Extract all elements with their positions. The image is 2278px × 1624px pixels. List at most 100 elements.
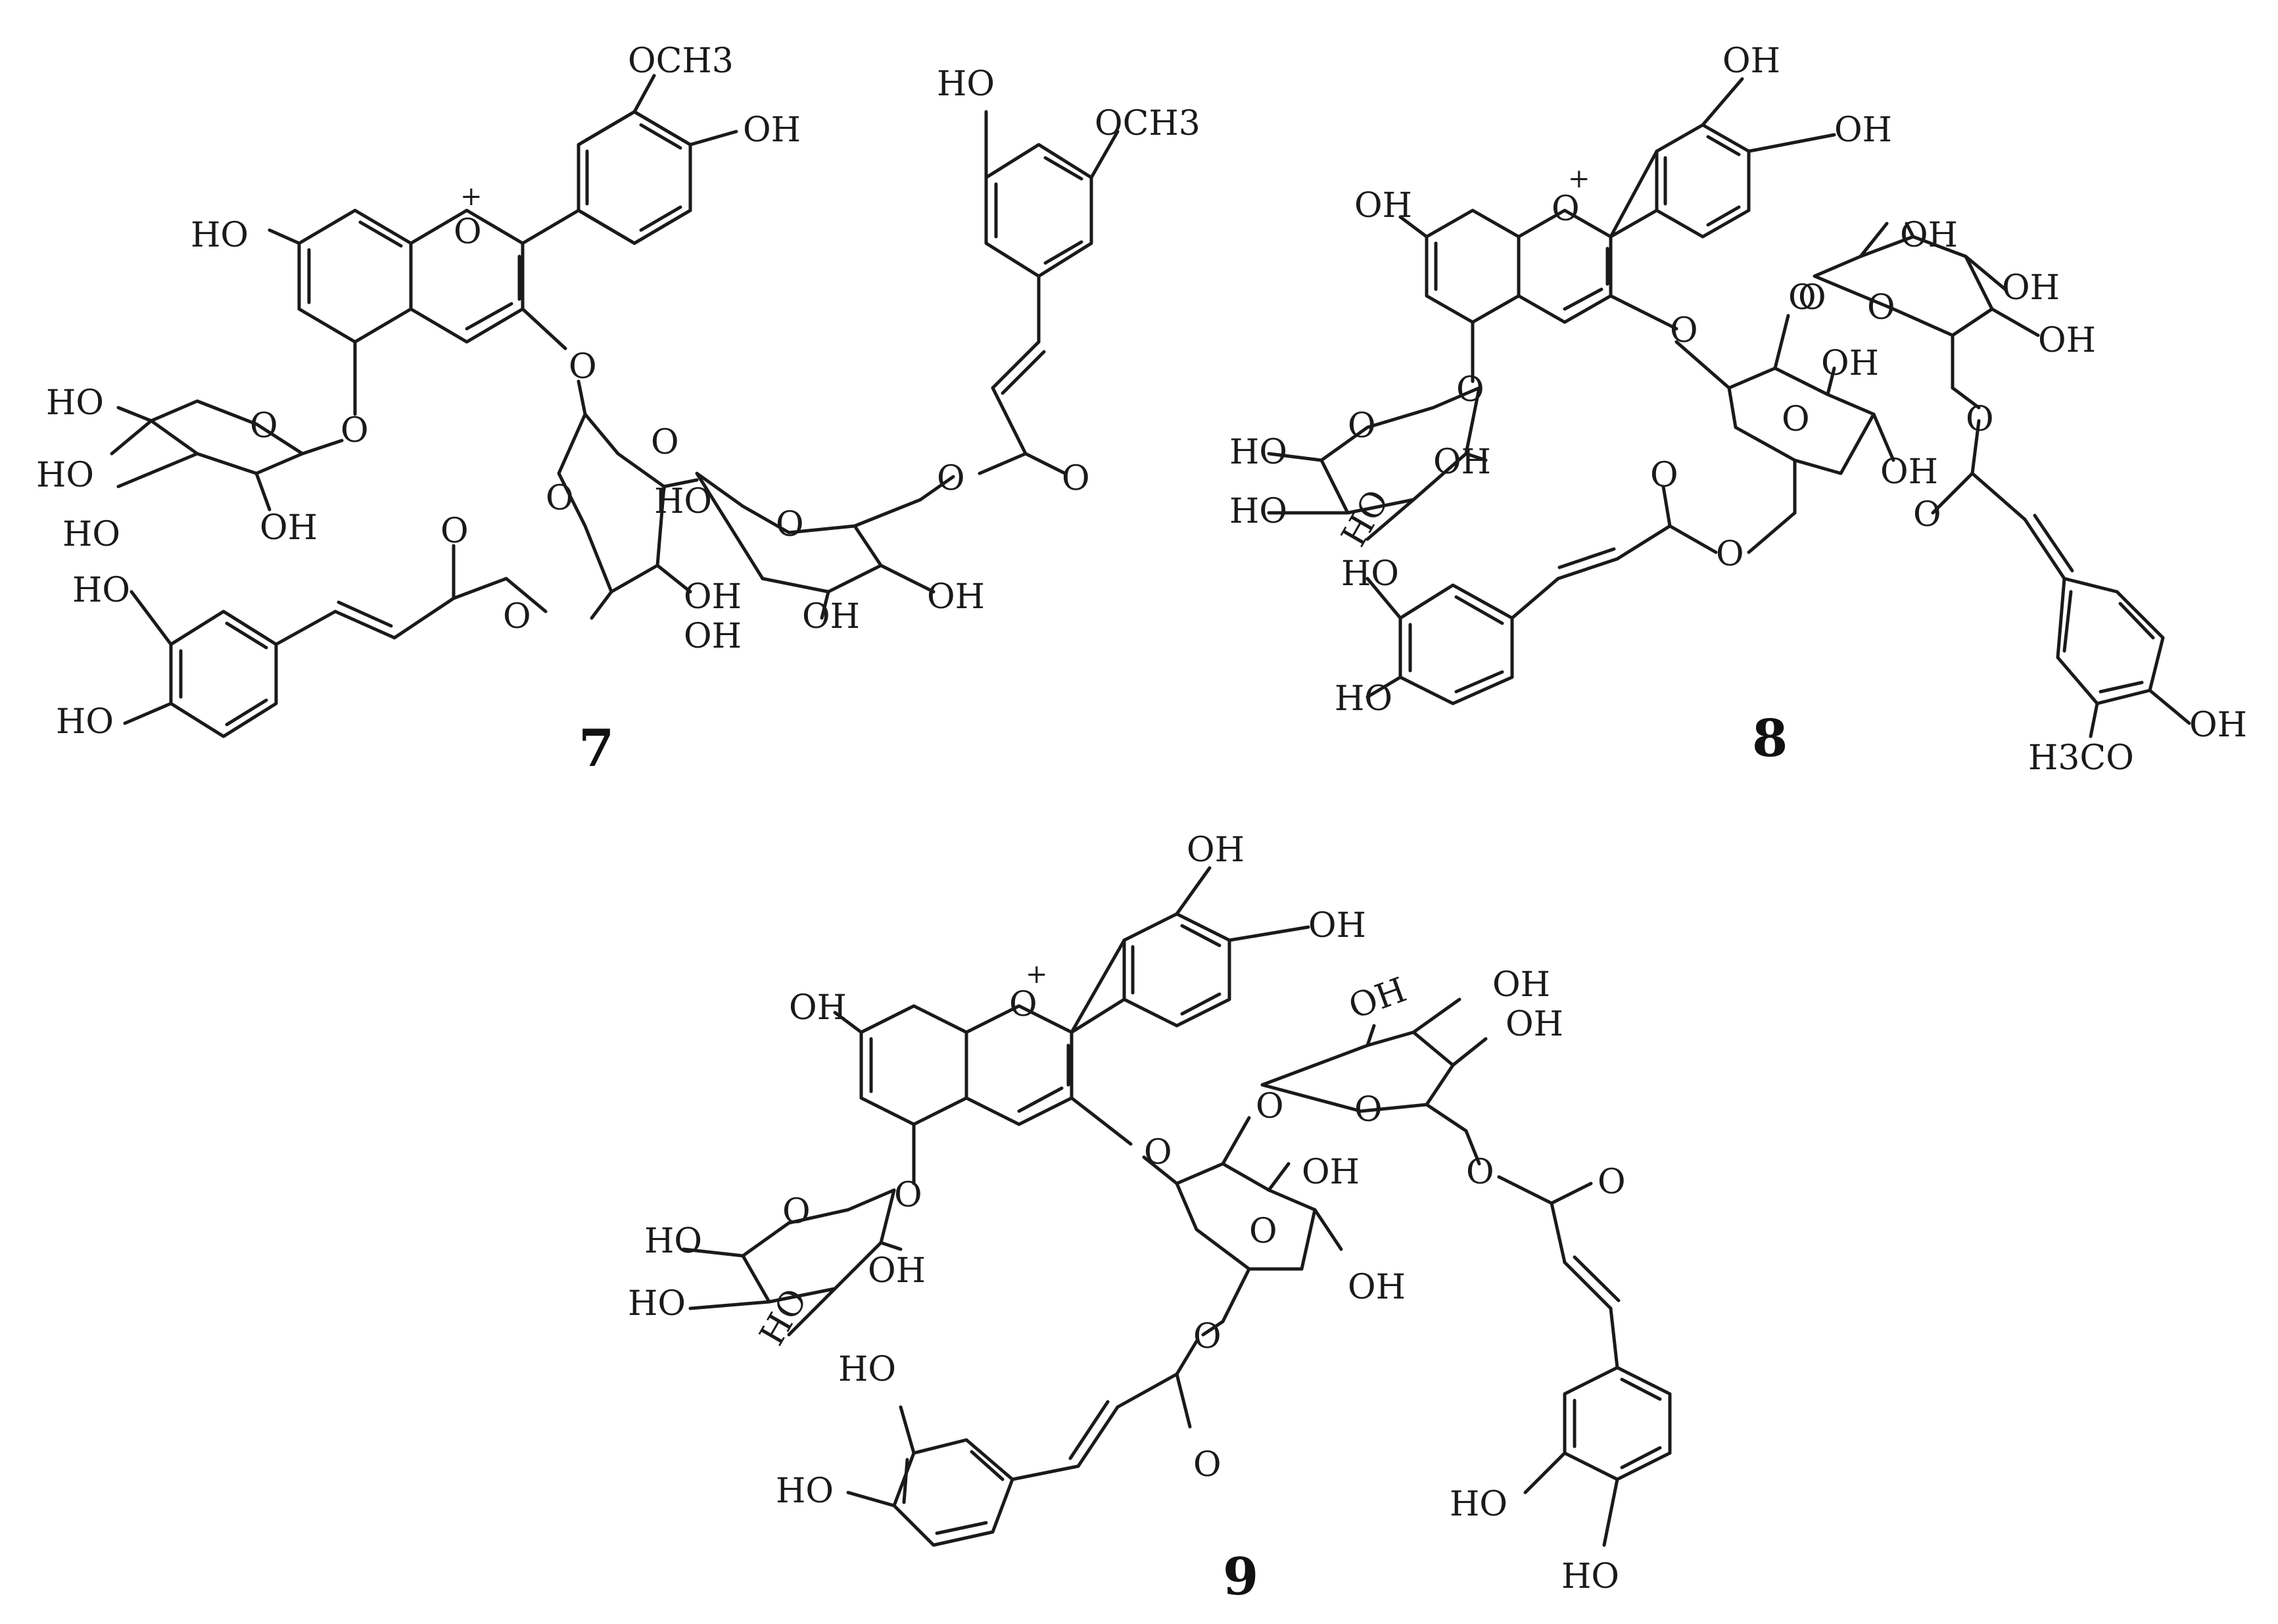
- oxygen-label: O: [1798, 278, 1826, 318]
- oxygen-label: O: [1144, 1133, 1172, 1172]
- ho-label: HO: [191, 216, 249, 255]
- oxygen-label: O: [1354, 1090, 1383, 1130]
- oxygen-label: O: [1348, 406, 1376, 446]
- ho-label: HO: [654, 482, 712, 521]
- positive-charge: +: [1026, 959, 1048, 990]
- oxygen-label: O: [503, 597, 531, 636]
- ho-label: HO: [1335, 679, 1392, 719]
- ferulate-ring-8: [2056, 577, 2165, 705]
- ho-label: HO: [46, 383, 104, 423]
- oxygen-label: O: [440, 512, 469, 551]
- oxygen-label: O: [1256, 1087, 1284, 1126]
- oxygen-label: O: [341, 411, 369, 450]
- oxygen-label: O: [1966, 400, 1994, 439]
- oxygen-label: O: [1598, 1162, 1626, 1202]
- och3-label: OCH3: [1095, 104, 1200, 143]
- oh-label: OH: [2038, 321, 2096, 360]
- oh-label: OH: [743, 110, 801, 150]
- oh-label: OH: [684, 617, 742, 656]
- ho-label: HO: [1341, 554, 1399, 594]
- och3-label: OCH3: [628, 41, 734, 81]
- compound-number: 7: [579, 719, 614, 778]
- oh-label: OH: [1722, 41, 1780, 81]
- ring-b-8: [1609, 123, 1751, 239]
- sugar-ring-8a: [1319, 386, 1481, 515]
- compound-number: 8: [1752, 709, 1788, 769]
- oxygen-label: O: [782, 1192, 811, 1231]
- ho-label: HO: [1450, 1485, 1507, 1524]
- ho-label: HO: [1229, 492, 1287, 531]
- caffeate-ring-9b: [1563, 1366, 1672, 1481]
- compound-8: OH OH OH O + O O O HO OH HO HO O OH O OH…: [1229, 41, 2247, 778]
- oh-label: OH: [1344, 970, 1412, 1027]
- positive-charge: +: [460, 181, 483, 212]
- caffeate-ring-7: [169, 609, 278, 738]
- oh-label: OH: [1308, 906, 1366, 945]
- oxygen-label: O: [454, 212, 482, 252]
- oxygen-label: O: [1913, 495, 1941, 535]
- oxygen-label: O: [1552, 189, 1580, 229]
- oxygen-label: O: [250, 406, 278, 446]
- oh-label: OH: [1506, 1005, 1563, 1044]
- h3co-label: H3CO: [2028, 738, 2134, 778]
- oh-label: OH: [789, 988, 847, 1028]
- oh-label: OH: [1302, 1153, 1360, 1192]
- sugar-ring-9b: [1175, 1162, 1317, 1271]
- oxygen-label: O: [894, 1176, 922, 1215]
- compound-number: 9: [1223, 1547, 1258, 1607]
- ho-label: HO: [937, 64, 995, 104]
- oh-label: OH: [1348, 1268, 1406, 1307]
- oxygen-label: O: [1650, 456, 1678, 495]
- ho-label: HO: [776, 1471, 834, 1511]
- caffeate-ring-8: [1398, 583, 1514, 705]
- oh-label: OH: [1834, 110, 1892, 150]
- oh-label: OH: [1880, 452, 1938, 492]
- oxygen-label: O: [546, 479, 574, 518]
- oxygen-label: O: [1456, 370, 1484, 410]
- sugar-ring-7c: [695, 471, 883, 594]
- sugar-ring-9c: [1260, 1030, 1455, 1113]
- ho-label: HO: [56, 702, 114, 742]
- sugar-ring-7b: [557, 412, 666, 594]
- oxygen-label: O: [1788, 278, 1816, 318]
- ring-a-7: [297, 208, 413, 344]
- ring-a-9: [859, 1004, 968, 1126]
- oh-label: OH: [927, 577, 985, 617]
- oh-label: OH: [802, 597, 860, 636]
- ho-label: HO: [628, 1284, 686, 1324]
- ho-label: HO: [1334, 483, 1397, 553]
- oxygen-label: O: [1466, 1153, 1494, 1192]
- ring-a-8: [1425, 208, 1521, 324]
- ho-label: HO: [838, 1350, 896, 1389]
- ferulate-ring-7: [984, 143, 1093, 278]
- oh-label: OH: [2189, 705, 2247, 745]
- oxygen-label: O: [1867, 288, 1895, 327]
- ho-label: HO: [62, 515, 120, 554]
- oxygen-label: O: [1193, 1317, 1222, 1356]
- oxygen-label: O: [1009, 985, 1037, 1024]
- oxygen-label: O: [1193, 1445, 1222, 1485]
- oxygen-label: O: [569, 347, 597, 387]
- oxygen-label: O: [1716, 535, 1744, 574]
- ring-b-9: [1070, 912, 1231, 1034]
- ho-label: HO: [644, 1222, 702, 1261]
- oxygen-label: O: [651, 423, 679, 462]
- ho-label: HO: [36, 456, 94, 495]
- oxygen-label: O: [1782, 400, 1810, 439]
- oh-label: OH: [684, 577, 742, 617]
- compound-9: OH OH OH O + O O O HO OH HO HO O OH O OH…: [628, 830, 1672, 1607]
- oxygen-label: O: [937, 459, 965, 498]
- ho-label: HO: [1229, 433, 1287, 472]
- oh-label: OH: [260, 508, 318, 548]
- sugar-ring-8b: [1727, 366, 1876, 475]
- oxygen-label: O: [1249, 1212, 1277, 1251]
- oh-label: OH: [2002, 268, 2060, 308]
- ho-label: HO: [1561, 1557, 1619, 1596]
- oh-label: OH: [1187, 830, 1245, 870]
- oh-label: OH: [1492, 965, 1550, 1005]
- sugar-ring-9a: [741, 1188, 896, 1304]
- oh-label: OH: [1354, 186, 1412, 226]
- ho-label: HO: [752, 1282, 815, 1352]
- ho-label: HO: [72, 571, 130, 610]
